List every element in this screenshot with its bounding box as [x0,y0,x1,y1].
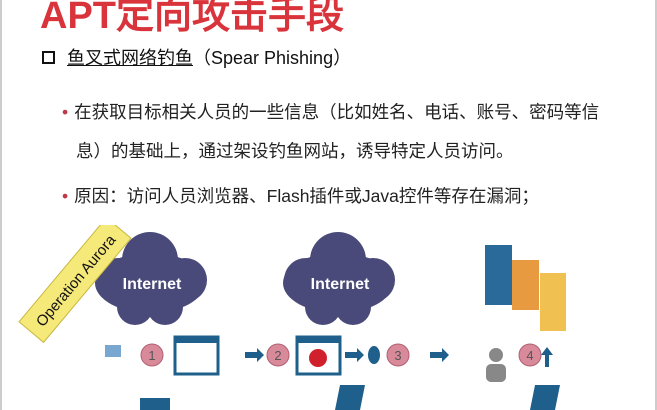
mail-icon [105,345,121,357]
infected-browser-icon [295,335,342,376]
stolen-documents-icon [485,245,566,331]
bullet-dot-icon: • [62,102,69,122]
slide-title: APT定向攻击手段 [40,0,345,37]
browser-icon [173,335,220,376]
bug-icon [368,346,380,364]
arrow-icon [245,347,553,367]
bullet-2: •原因：访问人员浏览器、Flash插件或Java控件等存在漏洞； [62,183,539,208]
step-1-label: 1 [148,348,155,363]
user-group-icon [486,348,506,382]
heading-en: （Spear Phishing） [193,48,352,68]
bullet-dot-icon: • [62,186,69,206]
step-3-circle [386,343,410,367]
step-2-circle [266,343,290,367]
heading-cn: 鱼叉式网络钓鱼 [67,48,193,68]
bullet-1-line2: 息）的基础上，通过架设钓鱼网站，诱导特定人员访问。 [76,141,514,161]
step-1-circle [140,343,164,367]
bullet-2-line1: 原因：访问人员浏览器、Flash插件或Java控件等存在漏洞； [74,186,539,206]
bullet-1: •在获取目标相关人员的一些信息（比如姓名、电话、账号、密码等信 [62,99,599,124]
laptop-icon [140,385,560,410]
section-heading: 鱼叉式网络钓鱼 （Spear Phishing） [42,44,351,70]
cloud-label: Internet [311,276,370,293]
cloud-icon [95,232,207,325]
cloud-label: Internet [123,276,182,293]
bullet-1-line1: 在获取目标相关人员的一些信息（比如姓名、电话、账号、密码等信 [74,102,600,122]
step-2-label: 2 [274,348,281,363]
cloud-icon [283,232,395,325]
step-3-label: 3 [394,348,401,363]
step-4-label: 4 [526,348,533,363]
square-bullet-icon [42,50,55,64]
attack-diagram: Internet Internet Operation Aurora 1 2 3… [18,225,566,410]
